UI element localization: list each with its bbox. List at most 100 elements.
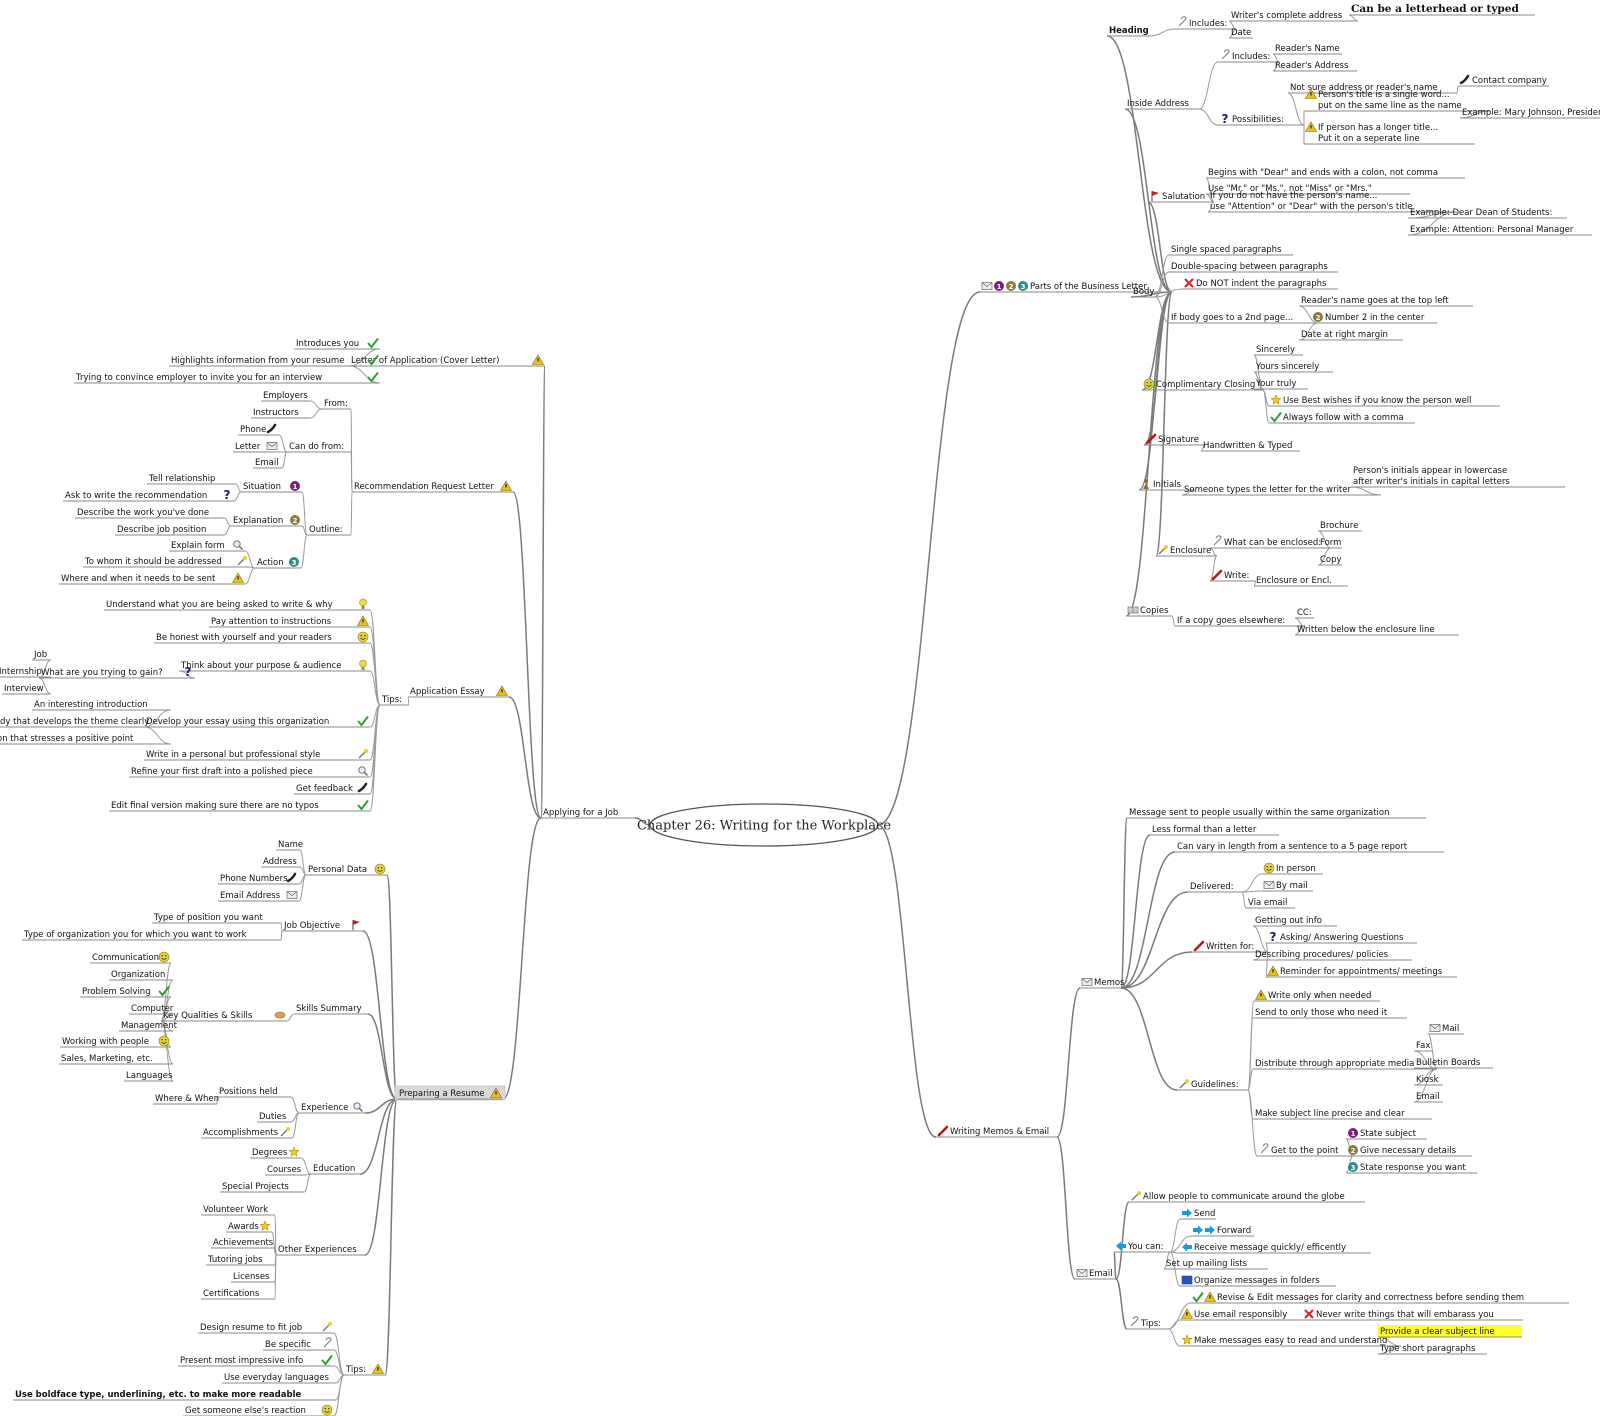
topic-par[interactable]: Preparing a Resume [394, 1085, 506, 1101]
topic-m3[interactable]: Can vary in length from a sentence to a … [1175, 842, 1444, 853]
topic-mw2[interactable]: ?Asking/ Answering Questions [1266, 930, 1417, 944]
topic-rt6[interactable]: Get someone else's reaction [183, 1404, 334, 1416]
topic-sal[interactable]: Salutation [1148, 191, 1214, 203]
topic-rc1[interactable]: Phone [238, 423, 279, 436]
topic-ae5b[interactable]: Body that develops the theme clearly [0, 717, 171, 728]
topic-b4c[interactable]: Date at right margin [1299, 330, 1403, 341]
topic-i_pos[interactable]: ?Possibilities: [1218, 112, 1304, 126]
topic-ini[interactable]: Initials [1139, 479, 1195, 491]
topic-jo[interactable]: Job Objective [282, 920, 363, 932]
topic-s1[interactable]: Begins with "Dear" and ends with a colon… [1206, 168, 1465, 179]
topic-oe5[interactable]: Licenses [231, 1272, 275, 1283]
topic-s3[interactable]: If you do not have the person's name...u… [1208, 191, 1457, 213]
topic-kq2[interactable]: Organization [109, 970, 173, 981]
topic-mg[interactable]: Guidelines: [1177, 1079, 1248, 1091]
topic-et1[interactable]: Revise & Edit messages for clarity and c… [1191, 1291, 1569, 1304]
topic-ra1[interactable]: Explain form [169, 540, 245, 552]
topic-rs2[interactable]: ?Ask to write the recommendation [63, 488, 234, 502]
topic-mg2[interactable]: Send to only those who need it [1253, 1008, 1407, 1019]
topic-ex3[interactable]: Accomplishments [201, 1127, 292, 1139]
topic-rrl[interactable]: Recommendation Request Letter [352, 480, 513, 493]
topic-h_lh[interactable]: Can be a letterhead or typed [1349, 3, 1535, 16]
topic-h_inc[interactable]: Includes: [1175, 16, 1236, 30]
topic-mg3d[interactable]: Kiosk [1414, 1075, 1443, 1086]
topic-ini2[interactable]: Person's initials appear in lowercaseaft… [1351, 466, 1565, 488]
topic-jo2[interactable]: Type of organization you for which you w… [22, 930, 281, 941]
topic-c1[interactable]: Sincerely [1254, 345, 1303, 356]
topic-et3b[interactable]: Type short paragraphs [1378, 1344, 1487, 1355]
topic-ra3[interactable]: Where and when it needs to be sent [59, 572, 245, 585]
topic-mdel[interactable]: Delivered: [1188, 882, 1242, 893]
topic-wme[interactable]: Writing Memos & Email [936, 1125, 1057, 1138]
topic-ed2[interactable]: Courses [265, 1165, 304, 1176]
topic-b4a[interactable]: Reader's name goes at the top left [1299, 296, 1473, 307]
topic-ex1[interactable]: Positions held [217, 1087, 291, 1098]
topic-pd4[interactable]: Email Address [218, 891, 299, 902]
topic-comp[interactable]: Complimentary Closing [1142, 378, 1263, 391]
topic-md3[interactable]: Via email [1246, 898, 1295, 909]
topic-ae4c[interactable]: Interview [2, 684, 51, 695]
topic-c4[interactable]: Use Best wishes if you know the person w… [1269, 394, 1500, 407]
topic-enc_e[interactable]: Enclosure or Encl. [1254, 576, 1348, 587]
topic-ra2[interactable]: To whom it should be addressed [83, 556, 249, 568]
topic-cop[interactable]: Copies [1126, 606, 1172, 617]
topic-ae6[interactable]: Write in a personal but professional sty… [144, 749, 370, 761]
topic-et3a[interactable]: Provide a clear subject line [1378, 1325, 1522, 1338]
topic-cop_cc[interactable]: CC: [1295, 608, 1314, 619]
topic-ed1[interactable]: Degrees [250, 1146, 301, 1159]
topic-e1[interactable]: Allow people to communicate around the g… [1129, 1191, 1365, 1203]
topic-md2[interactable]: By mail [1262, 881, 1313, 892]
topic-rx2[interactable]: Describe job position [115, 525, 224, 536]
topic-enc_f[interactable]: Form [1318, 538, 1342, 549]
topic-enc[interactable]: Enclosure [1156, 545, 1217, 557]
topic-ec4[interactable]: Set up mailing lists [1164, 1259, 1268, 1270]
topic-mg5[interactable]: Get to the point [1257, 1143, 1353, 1157]
topic-rout[interactable]: Outline: [307, 525, 351, 536]
topic-loa1[interactable]: Introduces you [294, 337, 380, 350]
topic-kq7[interactable]: Sales, Marketing, etc. [59, 1054, 173, 1065]
topic-ae4b[interactable]: Internship [0, 667, 51, 678]
topic-email[interactable]: Email [1075, 1269, 1116, 1280]
topic-mg1[interactable]: Write only when needed [1254, 989, 1380, 1002]
topic-pd1[interactable]: Name [276, 840, 303, 851]
topic-body[interactable]: Body [1131, 287, 1155, 298]
topic-i_inc[interactable]: Includes: [1218, 49, 1279, 63]
topic-sig[interactable]: Signature [1144, 433, 1205, 446]
topic-b4[interactable]: If body goes to a 2nd page... [1169, 313, 1318, 324]
topic-et2a[interactable]: Never write things that will embarass yo… [1302, 1309, 1523, 1321]
topic-h_addr[interactable]: Writer's complete address [1229, 11, 1358, 22]
topic-oe[interactable]: Other Experiences [276, 1245, 365, 1256]
topic-loa2[interactable]: Highlights information from your resume [169, 354, 380, 367]
topic-ae2[interactable]: Pay attention to instructions [209, 615, 370, 628]
topic-oe2[interactable]: Awards [226, 1220, 272, 1233]
topic-mg3a[interactable]: Mail [1428, 1024, 1464, 1035]
topic-mg3e[interactable]: Email [1414, 1092, 1443, 1103]
topic-ae4q[interactable]: ?What are you trying to gain? [39, 665, 195, 679]
topic-s3b[interactable]: Example: Attention: Personal Manager [1408, 225, 1592, 236]
topic-m2[interactable]: Less formal than a letter [1150, 825, 1279, 836]
topic-rfrom[interactable]: From: [322, 399, 351, 410]
topic-inside[interactable]: Inside Address [1125, 99, 1199, 110]
topic-ini1[interactable]: Someone types the letter for the writer [1182, 485, 1381, 496]
topic-rs1[interactable]: Tell relationship [147, 474, 236, 485]
topic-aet[interactable]: Tips: [380, 695, 409, 706]
topic-mg3[interactable]: Distribute through appropriate media [1253, 1059, 1437, 1070]
topic-mw1[interactable]: Getting out info [1253, 916, 1337, 927]
topic-enc_c[interactable]: Copy [1318, 555, 1342, 566]
topic-s2[interactable]: Use "Mr." or "Ms.", not "Miss" or "Mrs." [1206, 184, 1410, 195]
topic-ae5c[interactable]: A conclusion that stresses a positive po… [0, 734, 171, 745]
topic-ae9[interactable]: Edit final version making sure there are… [109, 799, 370, 812]
topic-ae[interactable]: Application Essay [408, 685, 509, 698]
topic-ae3[interactable]: Be honest with yourself and your readers [154, 631, 370, 644]
topic-i_cc[interactable]: Contact company [1458, 74, 1549, 87]
topic-m1[interactable]: Message sent to people usually within th… [1127, 808, 1426, 819]
topic-oe3[interactable]: Achievements [211, 1238, 275, 1249]
topic-kq1[interactable]: Communication [90, 951, 171, 964]
topic-i_pt[interactable]: Person's title is a single word...put on… [1304, 88, 1490, 112]
topic-enc_w[interactable]: What can be enclosed: [1210, 535, 1331, 549]
topic-ae4[interactable]: Think about your purpose & audience [179, 659, 370, 672]
topic-ss[interactable]: Skills Summary [294, 1004, 368, 1015]
